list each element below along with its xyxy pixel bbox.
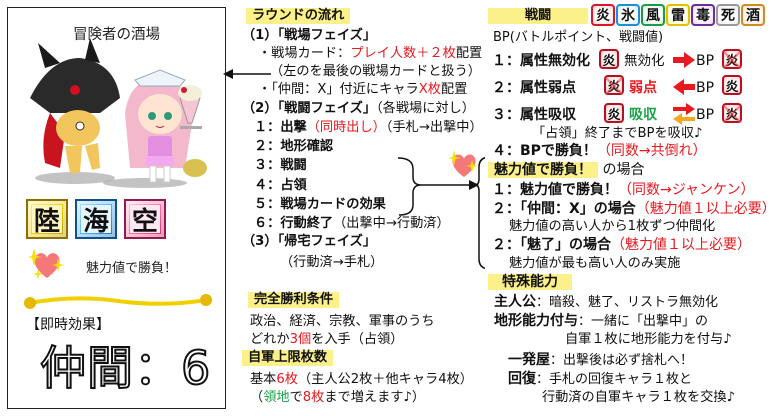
phase1-title: （1）「戦場フェイズ」: [242, 28, 377, 43]
phase1-note: （左のを最後の戦場カードと扱う）: [270, 64, 481, 79]
fire-chip-icon: 炎: [599, 49, 619, 69]
victory-heading: 完全勝利条件: [248, 292, 340, 308]
victory-line1: 政治、経済、宗教、軍事のうち: [250, 314, 435, 329]
ornamental-divider: [24, 294, 212, 309]
special-item-recovery-cont: 行動済の自軍キャラ１枚を交換♪: [542, 390, 736, 405]
terrain-sky-badge: 空: [124, 199, 166, 239]
attr-fire-badge: 炎: [591, 4, 615, 26]
immediate-effect-label: 【即時効果】: [26, 317, 110, 333]
rule2-effect: 弱点: [629, 80, 657, 96]
phase2-step-1: １：出撃（同時出し）（手札→出撃中）: [254, 120, 483, 135]
attribute-list: 炎 氷 風 雷 毒 死 酒: [591, 4, 765, 26]
rule1-effect: 無効化: [624, 53, 665, 69]
special-heading: 特殊能力: [488, 274, 572, 290]
phase2-step-2: ２：地形確認: [254, 139, 334, 154]
phase2-step-5: ５：戦場カードの効果: [254, 197, 386, 212]
battle-heading: 戦闘: [488, 8, 588, 24]
army-limit-line1: 基本6枚（主人公2枚＋他キャラ4枚）: [250, 372, 473, 387]
rule3-target: BP: [696, 107, 715, 123]
phase3-title: （3）「帰宅フェイズ」: [242, 234, 377, 249]
character-illustration: [30, 38, 207, 188]
special-item-terrain: 地形能力付与：一緒に「出撃中」の: [494, 313, 709, 329]
rule1-target: BP: [696, 53, 715, 69]
terrain-sea-badge: 海: [75, 199, 117, 239]
attr-death-badge: 死: [716, 4, 740, 26]
card-title: 冒険者の酒場: [73, 27, 160, 43]
charm-rule1: １：魅力値で勝負！（同数→ジャンケン）: [492, 182, 755, 198]
rule2-label: ２：属性弱点: [492, 80, 576, 96]
fire-chip-icon: 炎: [604, 103, 624, 123]
crossed-fire-chip-icon: 炎: [604, 75, 624, 95]
special-item-oneshot: 一発屋：出撃後は必ず捨札へ！: [508, 352, 694, 368]
round-flow-heading: ラウンドの流れ: [246, 8, 351, 24]
army-limit-heading: 自軍上限枚数: [242, 350, 334, 366]
attr-ice-badge: 氷: [616, 4, 640, 26]
charm-battle-label: 魅力値で勝負！: [86, 261, 178, 276]
sparkle-heart-icon: [28, 248, 65, 280]
bp-definition: BP(バトルポイント、戦闘値): [493, 30, 664, 45]
crossed-fire-chip-icon: 炎: [722, 49, 742, 69]
charm-battle-heading: 魅力値で勝負！ の場合: [488, 162, 644, 178]
attr-poison-badge: 毒: [691, 4, 715, 26]
phase1-item2: ・「仲間：X」付近にキャラX枚配置: [258, 82, 468, 97]
army-limit-line2: （領地で8枚まで増えます♪）: [250, 390, 426, 405]
rule3-label: ３：属性吸収: [492, 107, 576, 123]
rule1-label: １：属性無効化: [492, 53, 590, 69]
rule2-target: BP: [696, 80, 715, 96]
immediate-effect-value: 仲間：6: [39, 340, 212, 396]
phase2-title: （2）「戦闘フェイズ」（各戦場に対し）: [242, 101, 475, 116]
rule3-note: 「占領」終了までBPを吸収♪: [532, 126, 703, 141]
phase2-step-6: ６：行動終了（出撃中→行動済）: [254, 216, 450, 231]
attr-wind-badge: 風: [641, 4, 665, 26]
left-arrow-icon: [673, 79, 695, 95]
charm-rule3: ２：「魅了」の場合（魅力値１以上必要）: [492, 237, 751, 253]
crossed-fire-chip-icon: 炎: [722, 103, 742, 123]
right-arrow-icon: [673, 52, 695, 68]
charm-rule2-note: 魅力値の高い人から1枚ずつ仲間化: [509, 219, 716, 234]
fire-chip-icon: 炎: [722, 75, 742, 95]
sparkle-heart-icon: [448, 150, 478, 177]
attr-wine-badge: 酒: [741, 4, 765, 26]
phase2-step-3: ３：戦闘: [254, 158, 307, 173]
special-item-hero: 主人公：暗殺、魅了、リストラ無効化: [494, 294, 719, 310]
exchange-arrows-icon: [673, 103, 695, 125]
special-item-terrain-cont: 自軍１枚に地形能力を付与♪: [565, 332, 732, 347]
rule3-effect: 吸収: [629, 107, 657, 123]
special-item-recovery: 回復：手札の回復キャラ１枚と: [508, 371, 693, 387]
phase2-step-4: ４：占領: [254, 178, 307, 193]
charm-rule2: ２：「仲間：X」の場合（魅力値１以上必要）: [492, 201, 775, 217]
rule4: ４：BPで勝負！（同数→共倒れ）: [492, 143, 707, 159]
terrain-land-badge: 陸: [26, 199, 68, 239]
victory-line2: どれか3個を入手（占領）: [250, 332, 404, 347]
brace-connector: [397, 156, 485, 270]
left-arrow-icon: [223, 69, 271, 79]
charm-rule3-note: 魅力値が最も高い人のみ実施: [509, 256, 681, 271]
attr-thunder-badge: 雷: [666, 4, 690, 26]
phase1-item1: ・戦場カード：プレイ人数＋２枚配置: [258, 46, 483, 61]
tavern-card: 冒険者の酒場: [7, 7, 226, 211]
phase3-note: （行動済→手札）: [280, 255, 384, 270]
